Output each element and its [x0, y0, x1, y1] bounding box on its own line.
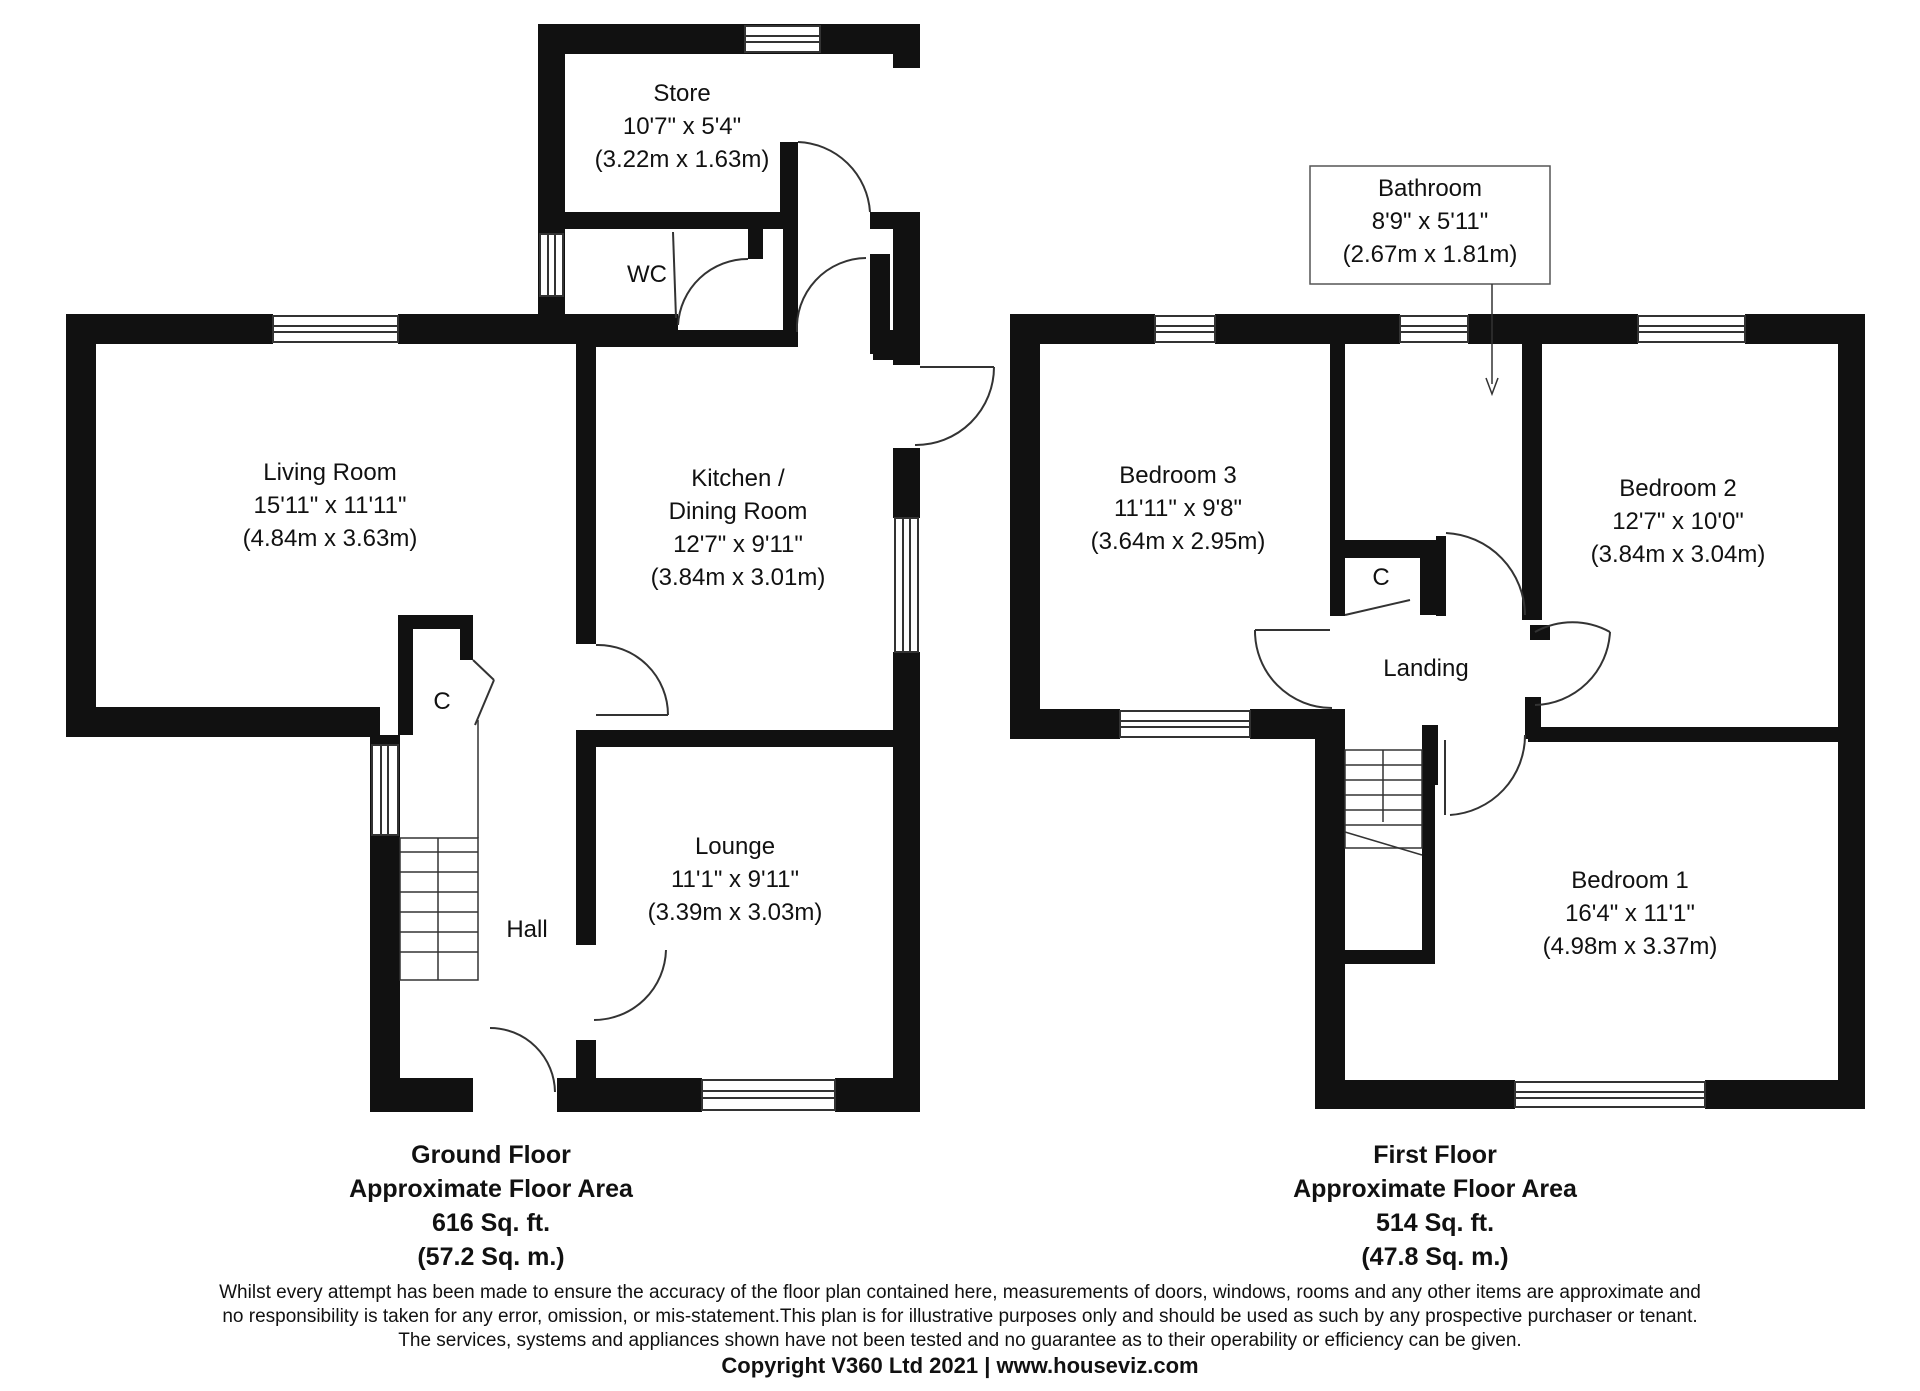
store-dim-metric: (3.22m x 1.63m) — [595, 146, 770, 173]
landing-name: Landing — [1383, 655, 1468, 682]
first-floor-walls — [1010, 314, 1865, 1109]
kitchen-dim-metric: (3.84m x 3.01m) — [651, 564, 826, 591]
bathroom-dim-imperial: 8'9" x 5'11" — [1372, 208, 1489, 235]
first-floor-stairs — [1344, 749, 1423, 856]
ground-floor-stairs — [399, 720, 479, 981]
bedroom1-dim-imperial: 16'4" x 11'1" — [1565, 900, 1695, 927]
ground-floor-area-label: Approximate Floor Area — [349, 1175, 633, 1203]
disclaimer-line-2: no responsibility is taken for any error… — [222, 1306, 1698, 1327]
bedroom3-dim-imperial: 11'11" x 9'8" — [1114, 495, 1242, 522]
first-floor-plan: Bathroom 8'9" x 5'11" (2.67m x 1.81m) Be… — [1010, 165, 1865, 1109]
wc-name: WC — [627, 261, 667, 288]
ground-floor-title: Ground Floor — [411, 1141, 571, 1169]
kitchen-dim-imperial: 12'7" x 9'11" — [673, 531, 803, 558]
copyright-notice: Copyright V360 Ltd 2021 | www.houseviz.c… — [721, 1353, 1199, 1378]
bathroom-callout — [1309, 165, 1551, 397]
ground-floor-windows — [272, 25, 919, 1111]
lounge-name: Lounge — [695, 833, 775, 860]
first-floor-windows — [1119, 315, 1746, 1108]
floor-plan-drawing: Store 10'7" x 5'4" (3.22m x 1.63m) WC Li… — [66, 24, 1865, 1112]
bedroom2-dim-metric: (3.84m x 3.04m) — [1591, 541, 1766, 568]
first-cupboard-name: C — [1372, 564, 1389, 591]
ground-floor-area-sqm: (57.2 Sq. m.) — [417, 1243, 565, 1271]
first-floor-labels: Bathroom 8'9" x 5'11" (2.67m x 1.81m) Be… — [1091, 175, 1766, 960]
store-name: Store — [653, 80, 710, 107]
disclaimer-line-1: Whilst every attempt has been made to en… — [219, 1282, 1701, 1303]
ground-floor-caption: Ground Floor Approximate Floor Area 616 … — [191, 1138, 791, 1274]
store-dim-imperial: 10'7" x 5'4" — [623, 113, 741, 140]
bathroom-dim-metric: (2.67m x 1.81m) — [1343, 241, 1518, 268]
bedroom3-name: Bedroom 3 — [1119, 462, 1236, 489]
hall-name: Hall — [506, 916, 547, 943]
bedroom1-name: Bedroom 1 — [1571, 867, 1688, 894]
lounge-dim-imperial: 11'1" x 9'11" — [671, 866, 799, 893]
bedroom3-dim-metric: (3.64m x 2.95m) — [1091, 528, 1266, 555]
ground-floor-walls — [66, 24, 920, 1112]
bathroom-name: Bathroom — [1378, 175, 1482, 202]
disclaimer-line-3: The services, systems and appliances sho… — [398, 1330, 1522, 1351]
ground-floor-plan: Store 10'7" x 5'4" (3.22m x 1.63m) WC Li… — [66, 24, 995, 1112]
bedroom2-name: Bedroom 2 — [1619, 475, 1736, 502]
ground-floor-doors — [472, 141, 995, 1093]
first-floor-doors — [1253, 532, 1611, 816]
first-floor-area-sqft: 514 Sq. ft. — [1375, 1209, 1495, 1237]
first-floor-caption: First Floor Approximate Floor Area 514 S… — [1135, 1138, 1735, 1274]
living-room-dim-metric: (4.84m x 3.63m) — [243, 525, 418, 552]
ground-floor-area-sqft: 616 Sq. ft. — [431, 1209, 551, 1237]
disclaimer: Whilst every attempt has been made to en… — [60, 1281, 1860, 1353]
kitchen-name-line2: Dining Room — [669, 498, 808, 525]
bedroom2-dim-imperial: 12'7" x 10'0" — [1612, 508, 1744, 535]
first-floor-area-sqm: (47.8 Sq. m.) — [1361, 1243, 1509, 1271]
bedroom1-dim-metric: (4.98m x 3.37m) — [1543, 933, 1718, 960]
lounge-dim-metric: (3.39m x 3.03m) — [648, 899, 823, 926]
first-floor-title: First Floor — [1373, 1141, 1497, 1169]
ground-floor-labels: Store 10'7" x 5'4" (3.22m x 1.63m) WC Li… — [243, 80, 826, 943]
kitchen-name-line1: Kitchen / — [691, 465, 785, 492]
living-room-dim-imperial: 15'11" x 11'11" — [254, 492, 407, 519]
ground-cupboard-name: C — [433, 688, 450, 715]
living-room-name: Living Room — [263, 459, 396, 486]
first-floor-area-label: Approximate Floor Area — [1293, 1175, 1577, 1203]
